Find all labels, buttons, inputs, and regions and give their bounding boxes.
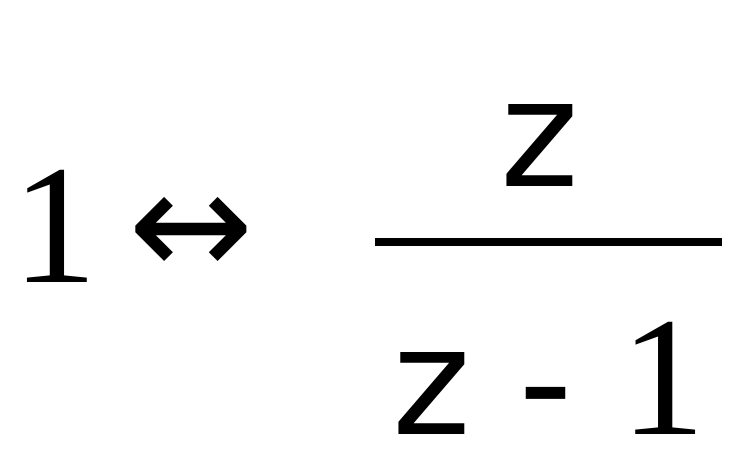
lhs-constant: 1 bbox=[12, 131, 97, 319]
denominator-variable: z bbox=[392, 296, 471, 470]
bidirectional-arrow-icon: ↔ bbox=[128, 138, 254, 312]
fraction-bar bbox=[375, 238, 722, 246]
fraction-denominator: z - 1 bbox=[392, 292, 705, 462]
fraction-numerator: z bbox=[500, 48, 579, 222]
denominator-constant: 1 bbox=[620, 283, 706, 471]
denominator-minus: - bbox=[518, 296, 573, 470]
